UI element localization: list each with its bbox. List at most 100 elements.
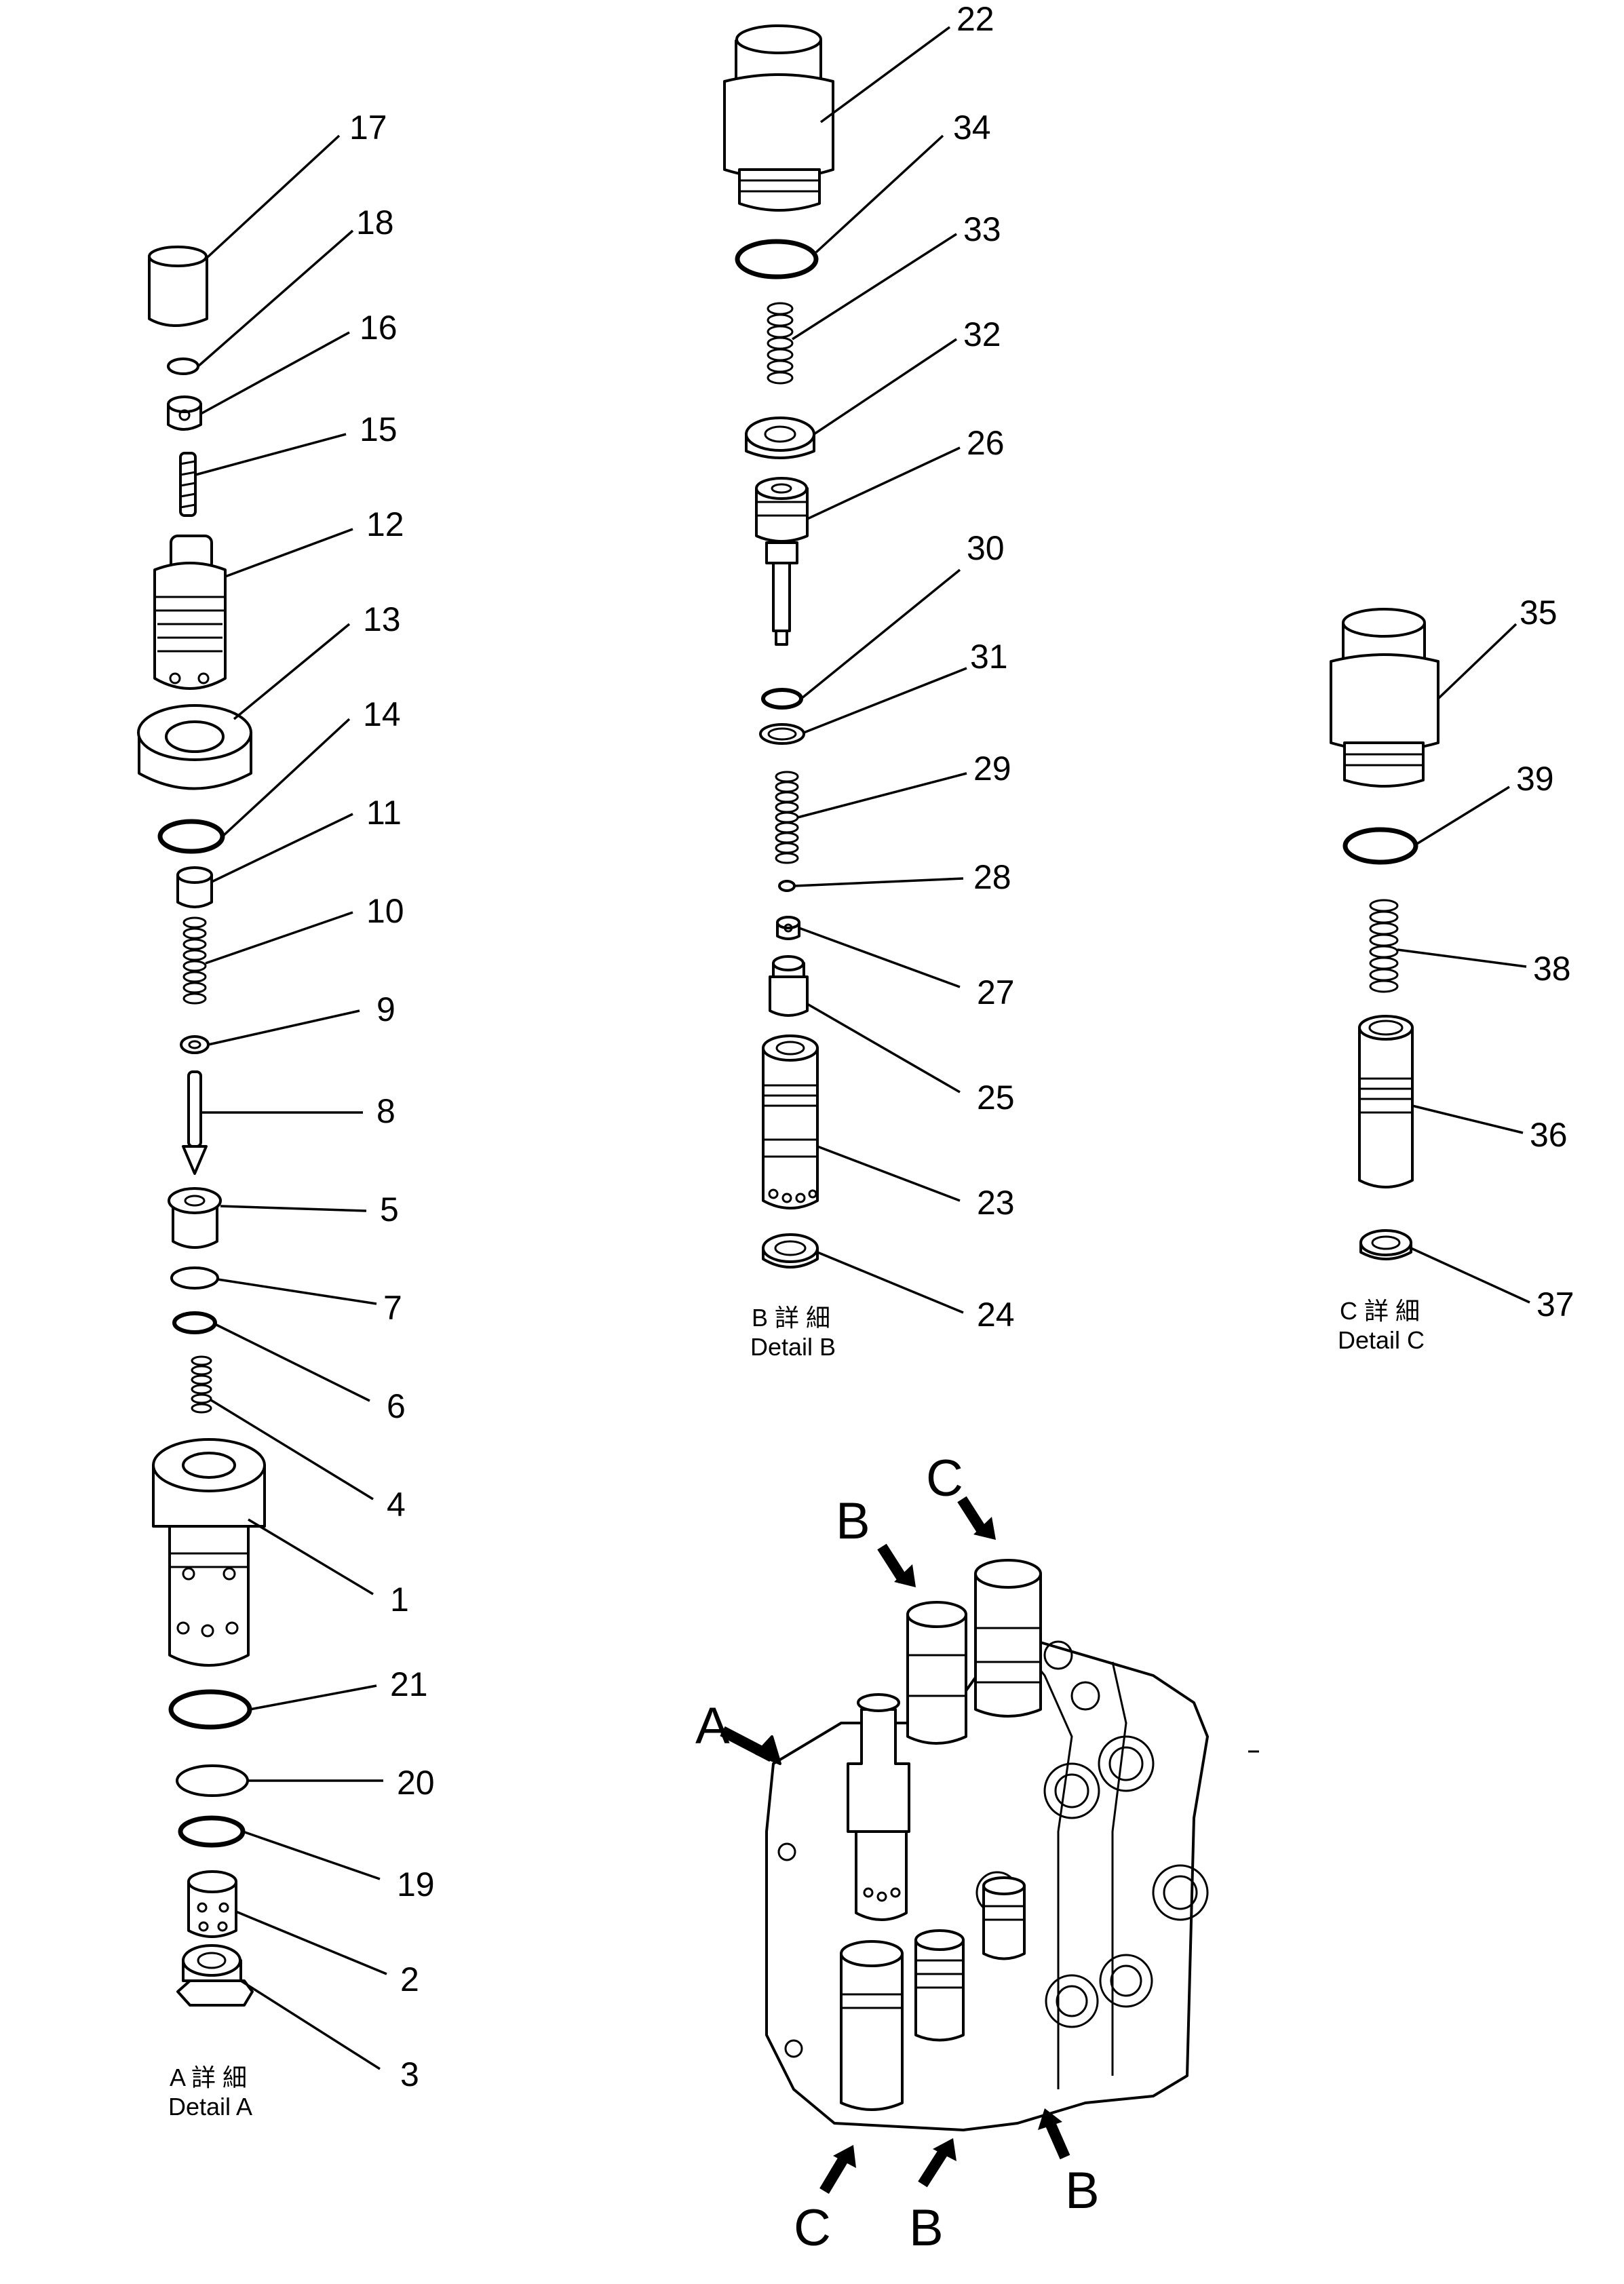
part-32-nut <box>745 417 815 459</box>
callout-34: 34 <box>953 109 991 147</box>
part-31-backup-ring <box>759 723 805 745</box>
callout-11: 11 <box>366 794 402 832</box>
callout-39: 39 <box>1516 760 1554 798</box>
callout-4: 4 <box>387 1486 406 1524</box>
callout-12: 12 <box>366 505 404 543</box>
part-4-spring <box>191 1355 212 1414</box>
part-28-ring <box>778 880 796 892</box>
part-34-o-ring <box>735 239 819 279</box>
part-19-o-ring <box>178 1815 246 1848</box>
callout-8: 8 <box>376 1092 395 1130</box>
callout-31: 31 <box>970 638 1008 676</box>
leader-lines <box>195 26 1530 2070</box>
callout-20: 20 <box>397 1764 435 1802</box>
callout-6: 6 <box>387 1387 406 1425</box>
view-marker-b-bottom-right: B <box>1065 2162 1100 2220</box>
callout-28: 28 <box>973 858 1011 896</box>
callout-10: 10 <box>366 892 404 930</box>
callout-1: 1 <box>390 1581 409 1619</box>
callout-5: 5 <box>380 1191 399 1228</box>
part-13-lock-nut <box>137 704 252 790</box>
detail-b-parts <box>723 24 834 1269</box>
part-14-o-ring <box>157 819 225 854</box>
part-6-o-ring <box>172 1311 217 1334</box>
part-1-sleeve <box>152 1438 266 1667</box>
callout-21: 21 <box>390 1665 428 1703</box>
callout-17: 17 <box>349 109 387 147</box>
detail-a-parts <box>137 246 266 2007</box>
callout-38: 38 <box>1533 950 1571 988</box>
part-22-cap <box>723 24 834 212</box>
part-37-washer <box>1359 1229 1412 1260</box>
part-3-plug <box>176 1944 254 2007</box>
callout-13: 13 <box>363 600 401 638</box>
part-36-piston <box>1358 1015 1414 1188</box>
detail-captions: A 詳 細 Detail A B 詳 細 Detail B C 詳 細 Deta… <box>168 1297 1425 2121</box>
detail-b-caption-en: Detail B <box>750 1333 836 1361</box>
part-18-o-ring <box>167 357 199 375</box>
part-10-spring <box>182 916 207 1005</box>
callout-29: 29 <box>973 750 1011 788</box>
callout-32: 32 <box>963 315 1001 353</box>
callout-35: 35 <box>1520 594 1558 632</box>
part-15-screw <box>179 452 197 517</box>
part-39-o-ring <box>1342 827 1418 865</box>
callout-23: 23 <box>977 1184 1015 1222</box>
detail-a-caption-en: Detail A <box>168 2093 252 2121</box>
callout-26: 26 <box>967 424 1005 462</box>
callout-36: 36 <box>1530 1116 1568 1154</box>
part-12-valve-body <box>153 535 227 690</box>
view-marker-b-top: B <box>836 1492 870 1550</box>
callout-25: 25 <box>977 1079 1015 1117</box>
part-5-seat <box>168 1187 222 1249</box>
detail-c-caption-jp: C 詳 細 <box>1340 1297 1420 1325</box>
detail-c-parts <box>1330 608 1439 1260</box>
callout-7: 7 <box>383 1289 402 1327</box>
part-11-plug <box>176 866 213 908</box>
part-8-needle <box>182 1070 208 1175</box>
detail-a-caption-jp: A 詳 細 <box>170 2064 247 2091</box>
part-38-spring <box>1369 899 1399 993</box>
callout-16: 16 <box>360 309 398 347</box>
part-23-sleeve <box>762 1034 819 1209</box>
part-33-spring <box>767 302 794 385</box>
view-marker-a: A <box>695 1697 730 1755</box>
part-30-o-ring <box>761 688 803 710</box>
callout-14: 14 <box>363 695 401 733</box>
callout-numbers: 17 18 16 15 12 13 14 11 10 9 8 5 7 6 4 1… <box>349 0 1574 2093</box>
callout-18: 18 <box>356 204 394 241</box>
callout-15: 15 <box>360 410 398 448</box>
part-29-spring <box>775 771 799 864</box>
part-17-cap <box>148 246 208 327</box>
part-2-orifice <box>187 1870 237 1938</box>
part-35-cap <box>1330 608 1439 788</box>
callout-9: 9 <box>376 990 395 1028</box>
callout-19: 19 <box>397 1865 435 1903</box>
part-27-plug <box>776 916 800 940</box>
view-marker-c-bottom: C <box>794 2199 831 2257</box>
callout-2: 2 <box>400 1960 419 1998</box>
view-arrows <box>720 1496 1070 2194</box>
callout-37: 37 <box>1536 1285 1574 1323</box>
part-7-backup-ring <box>170 1266 219 1290</box>
part-24-washer <box>762 1233 819 1269</box>
part-9-washer <box>180 1035 210 1054</box>
part-20-backup-ring <box>176 1764 249 1797</box>
part-25-piston <box>769 955 809 1017</box>
callout-24: 24 <box>977 1296 1015 1334</box>
callout-22: 22 <box>956 0 994 38</box>
view-marker-b-bottom-left: B <box>909 2199 944 2257</box>
part-16-nut <box>167 395 202 431</box>
detail-b-caption-jp: B 詳 細 <box>752 1304 830 1332</box>
callout-30: 30 <box>967 529 1005 567</box>
view-marker-c-top: C <box>926 1450 963 1507</box>
valve-assembly <box>765 1559 1209 2131</box>
callout-3: 3 <box>400 2055 419 2093</box>
part-26-poppet <box>755 477 809 646</box>
detail-c-caption-en: Detail C <box>1338 1326 1425 1354</box>
callout-27: 27 <box>977 973 1015 1011</box>
part-21-o-ring <box>168 1689 252 1730</box>
callout-33: 33 <box>963 210 1001 248</box>
view-markers: A B C C B B <box>695 1450 1100 2257</box>
